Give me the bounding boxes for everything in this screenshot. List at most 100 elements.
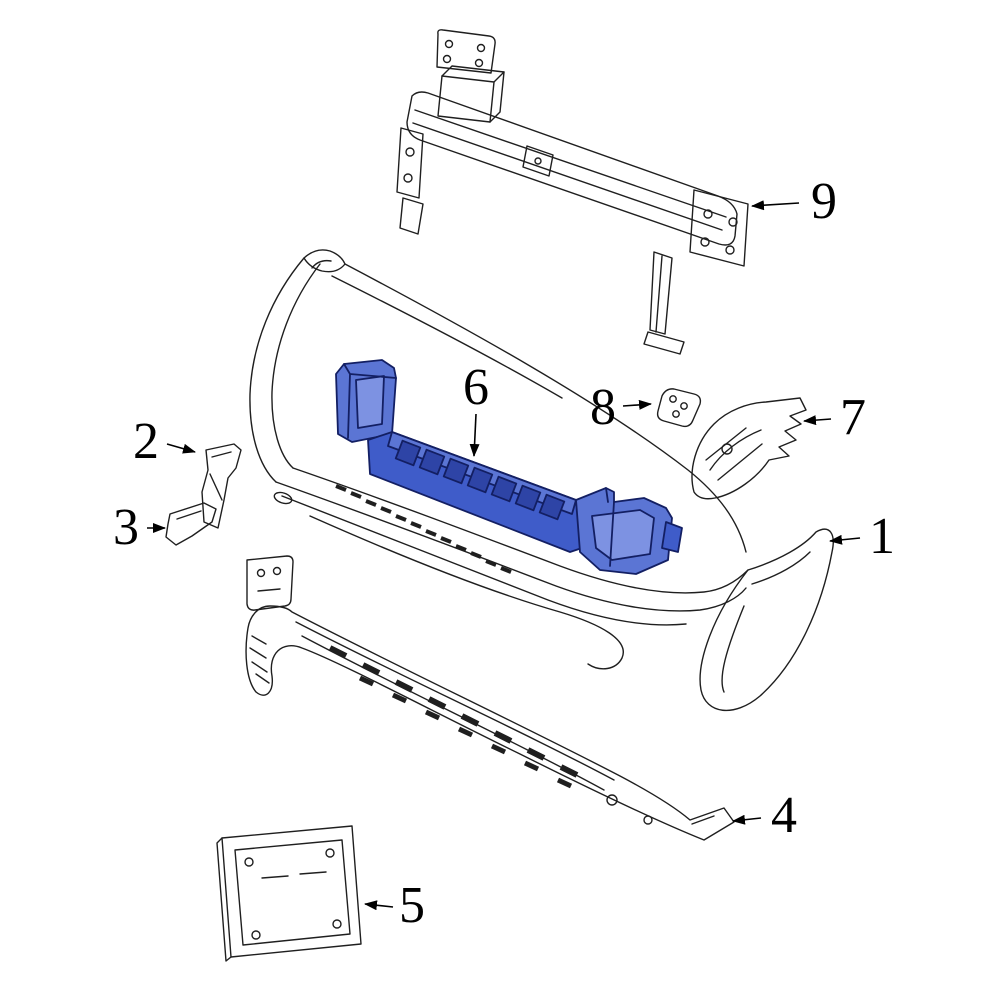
contour-line [301,635,605,791]
callout-6-arrow [469,413,480,457]
plate-side [216,837,232,962]
cell [466,466,494,494]
callout-8-label[interactable]: 8 [590,379,616,436]
contour-line [655,255,663,333]
bottom-crease [309,515,624,670]
hole [672,410,680,418]
part-4-lower-valance-panel[interactable] [245,555,735,841]
cell [418,448,446,476]
callout-3[interactable]: 3 [113,499,166,556]
clip-outline [165,502,217,546]
grille-slot-row [358,675,573,789]
callout-7[interactable]: 7 [803,389,866,446]
contour-line [295,621,615,781]
callout-3-label[interactable]: 3 [113,499,139,556]
callout-6-label[interactable]: 6 [463,359,489,416]
slot [261,871,327,879]
crush-can-top [441,65,505,83]
callout-1[interactable]: 1 [829,508,895,565]
valance-body [245,605,735,841]
hole [606,794,618,806]
left-flange [396,127,424,199]
cell [394,439,422,467]
contour-line [311,259,332,269]
part-5-license-plate-bracket[interactable] [216,825,362,962]
part-3-lower-clip[interactable] [165,502,217,546]
part-6-impact-absorber[interactable] [335,359,683,575]
absorber-left-panel [355,375,385,429]
hole [272,566,282,576]
band-lower-edge [281,495,687,626]
bracket-outline [201,443,242,529]
hole [534,157,542,165]
absorber-right-tab [661,521,683,553]
hole [703,209,713,219]
callout-6[interactable]: 6 [463,359,489,457]
hole [725,245,735,255]
contour-line [176,510,202,520]
end-cap [699,528,834,712]
absorber-right-face [591,509,655,561]
plate-inner [234,839,351,946]
callout-5-label[interactable]: 5 [399,877,425,934]
callout-9-arrow [751,200,800,211]
band-mid-edge [275,481,747,612]
callout-4[interactable]: 4 [732,787,797,844]
grille-slot-row [335,484,512,574]
end-plate [689,189,749,267]
contour-line [709,429,762,471]
contour-line [691,815,715,825]
grille-slot-row [328,645,579,778]
hanger-foot [643,331,685,355]
beam [406,91,738,246]
hole [474,58,484,68]
contour-line [209,473,223,501]
cell [442,457,470,485]
callout-2-arrow [166,443,196,454]
contour-line [751,551,811,585]
part-8-center-bracket[interactable] [656,388,702,428]
callout-5[interactable]: 5 [364,877,425,934]
contour-line [271,263,321,469]
mid-tab [522,145,554,177]
part-1-front-bumper-cover[interactable] [249,249,834,712]
hole [273,491,293,505]
hole [700,237,710,247]
part-7-side-support-bracket[interactable] [691,397,807,500]
callout-8[interactable]: 8 [590,379,652,436]
part-9-impact-bar-reinforcement[interactable] [396,29,749,355]
lower-tab [399,197,424,235]
hole [405,147,415,157]
bracket-outline [656,388,702,428]
callout-2[interactable]: 2 [133,413,196,470]
top-bracket [436,29,496,74]
contour-line [605,487,615,567]
hole [403,173,413,183]
hatch-lines [249,635,270,684]
cell [490,475,518,503]
hole [669,395,677,403]
hole [442,54,452,64]
hole [476,43,486,53]
hole [728,217,738,227]
hole [256,568,266,578]
callout-1-label[interactable]: 1 [869,508,895,565]
contour-line [343,363,397,439]
callout-7-label[interactable]: 7 [840,389,866,446]
callout-9[interactable]: 9 [751,173,837,230]
callout-4-label[interactable]: 4 [771,787,797,844]
left-edge [249,257,305,483]
callouts: 1 2 3 4 5 6 7 8 [113,173,895,934]
hole [444,39,454,49]
absorber-cells [394,439,566,521]
cell [538,493,566,521]
hanger-bracket [649,251,673,335]
part-2-side-bracket[interactable] [201,443,242,529]
hole [244,857,254,867]
callout-9-label[interactable]: 9 [811,173,837,230]
contour-line [414,109,727,218]
callout-1-arrow [829,534,861,545]
hole [643,815,653,825]
callout-2-label[interactable]: 2 [133,413,159,470]
crush-can-side [489,71,505,123]
